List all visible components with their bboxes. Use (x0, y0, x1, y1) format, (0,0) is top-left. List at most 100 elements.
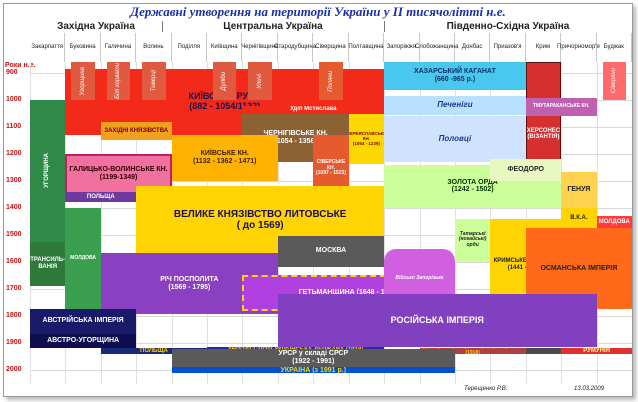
state-polshcha: ПОЛЬЩА (65, 191, 137, 203)
state-ussr: УРСР у складі СРСР(1922 - 1991) (171, 348, 455, 368)
state-name-label: Татарські (ногайські) орди (458, 230, 487, 248)
year-tick-label: 1000 (6, 95, 22, 103)
gridline-vertical (384, 62, 386, 384)
column-header: Галичина (101, 33, 137, 62)
column-header: Приазов'я (490, 33, 526, 62)
column-header: Буковина (65, 33, 101, 62)
tribe-label: Білі хорвати (106, 62, 131, 100)
year-tick-label: 2000 (6, 365, 22, 373)
state-avstro: АВСТРО-УГОРЩИНА (30, 333, 137, 348)
state-name-label: АВСТРО-УГОРЩИНА (47, 336, 120, 344)
state-transylvania: ТРАНСИЛЬ- ВАНІЯ (30, 241, 66, 287)
state-name-label: МОЛДОВА (70, 254, 97, 261)
state-polshcha2: ПОЛЬЩА (100, 348, 208, 355)
state-dates-label: (1441 - 1783) (507, 265, 544, 272)
state-name-label: РУМУНІЯ (583, 348, 610, 354)
author-label: Терещенко Р.В. (464, 386, 508, 392)
state-name-label: Донецько-Криворізька рес. (1918) ТРСР (1… (424, 348, 522, 354)
state-name-label: СІВЕРСЬКЕ КН. (316, 159, 346, 171)
state-dates-label: (1569 - 1795) (168, 283, 211, 291)
state-name-label: ГАЛИЦЬКО-ВОЛИНСЬКЕ КН. (69, 166, 168, 174)
year-tick-label: 1400 (6, 203, 22, 211)
column-header: Київщина (207, 33, 243, 62)
state-name-label: ЗОЛОТА ОРДА (447, 178, 498, 186)
state-name-label: ОСМАНСЬКА ІМПЕРІЯ (540, 264, 618, 272)
year-tick-label: 900 (6, 68, 18, 76)
state-name-label: В.К.А. (570, 215, 588, 222)
state-name-label: УКРАЇНА (з 1991 р.) (280, 367, 347, 374)
year-tick-label: 1100 (6, 122, 22, 130)
state-name-label: УГОРЩИНА (44, 153, 51, 189)
year-tick-label: 1900 (6, 338, 22, 346)
year-tick-label: 1200 (6, 149, 22, 157)
column-header: Поділля (172, 33, 208, 62)
region-header: Західна Україна (30, 21, 163, 32)
state-moskva: МОСКВА (277, 235, 385, 267)
state-name-label: КРИМСЬКЕ ХАНСТВО (493, 258, 558, 265)
state-tmutorokan: ТМУТАРАКАНСЬКЕ КН. (525, 98, 597, 116)
tribe-label: Угорщина (71, 62, 95, 100)
state-moldova: МОЛДОВА (65, 207, 101, 310)
state-name-label: ГЕНУЯ (567, 185, 591, 193)
column-header: Сіверщина (313, 33, 349, 62)
state-name-label: ПОЛЬЩА (86, 193, 115, 200)
state-dates-label: (1054 - 1356) (274, 138, 317, 146)
state-name-label: Печеніги (437, 99, 473, 109)
state-feodoro: ФЕОДОРО (490, 159, 562, 181)
tribe-label: Уличі (248, 62, 272, 100)
date-label: 13.03.2009 (574, 386, 605, 392)
state-name-label: ТРАНСИЛЬ- ВАНІЯ (30, 257, 66, 270)
gridline-vertical (632, 62, 633, 384)
tribe-label: Поляни (319, 62, 343, 100)
state-kyiv-kn: КИЇВСЬКЕ КН.(1132 - 1362 - 1471) (171, 135, 278, 181)
state-name-label: Удіп Мстислава (290, 106, 337, 112)
year-tick-label: 1300 (6, 176, 22, 184)
state-name-label: ЗАХІДНІ КНЯЗІВСТВА (104, 128, 169, 135)
state-dates-label: (882 - 1054/1132) (189, 100, 261, 111)
column-header: Буджак (597, 33, 632, 62)
column-header: Донбас (455, 33, 491, 62)
tribe-label: Дуліби (213, 62, 237, 100)
column-header: Полтавщина (348, 33, 385, 62)
column-header: Запоріжжя (384, 33, 420, 62)
state-dates-label: (1054 - 1239) (352, 140, 380, 146)
state-name-label: ВЕЛИКЕ КНЯЗІВСТВО ЛИТОВСЬКЕ (173, 208, 347, 220)
column-header: Причорномор'я (557, 33, 600, 62)
state-ukraina: УКРАЇНА (з 1991 р.) (171, 367, 455, 374)
state-name-label: ХАЗАРСЬКИЙ КАГАНАТ (413, 68, 496, 76)
column-header: Крим (526, 33, 562, 62)
year-tick-label: 1700 (6, 284, 22, 292)
state-dates-label: ( до 1569) (236, 219, 284, 231)
tribe-label: Сіверяни (602, 62, 626, 100)
state-pechenihy: Печеніги (384, 95, 526, 115)
state-zakh-kn: ЗАХІДНІ КНЯЗІВСТВА (100, 122, 172, 141)
region-header: Центральна Україна (162, 21, 385, 32)
column-header: Закарпаття (30, 33, 66, 62)
state-mstyslav: Удіп Мстислава (242, 106, 385, 113)
state-name-label: МОСКВА (315, 247, 347, 255)
state-khazar: ХАЗАРСЬКИЙ КАГАНАТ(660 -965 р.) (384, 62, 526, 91)
state-dates-label: (1242 - 1502) (451, 186, 494, 194)
state-hal-vol: ГАЛИЦЬКО-ВОЛИНСЬКЕ КН.(1199-1349) (65, 153, 172, 195)
state-donkryv: Донецько-Криворізька рес. (1918) ТРСР (1… (419, 347, 526, 354)
state-name-label: ТМУТАРАКАНСЬКЕ КН. (532, 103, 590, 110)
state-dates-label: (1132 - 1362 - 1471) (193, 158, 257, 166)
state-name-label: КИЇВСЬКЕ КН. (200, 150, 249, 158)
state-name-label: МОЛДОВА (598, 219, 630, 226)
state-pereiaslav: ПЕРЕЯСЛАВСЬКЕ КН.(1054 - 1239) (348, 114, 385, 165)
state-name-label: РІЧ ПОСПОЛИТА (160, 276, 219, 284)
state-v-k-a: В.К.А. (561, 207, 597, 230)
state-name-label: ЧЕРНІГІВСЬКЕ КН. (263, 130, 328, 138)
state-tatar-ordy: Татарські (ногайські) орди (454, 218, 491, 262)
gridline-vertical (100, 62, 102, 384)
state-name-label: Військо Запорізьке (395, 275, 444, 282)
state-name-label: ПОЛЬЩА (140, 348, 168, 354)
gridline-vertical (419, 62, 421, 384)
region-header: Південно-Східна Україна (384, 21, 632, 32)
chart-frame: Державні утворення на території України … (3, 3, 633, 397)
state-name-label: ПЕРЕЯСЛАВСЬКЕ КН. (349, 130, 384, 141)
state-moldova-right: МОЛДОВА (596, 215, 632, 230)
column-header: Слобожанщина (415, 33, 459, 62)
column-header: Стародубщина (274, 33, 316, 62)
state-rumuniia: РУМУНІЯ (561, 348, 632, 355)
